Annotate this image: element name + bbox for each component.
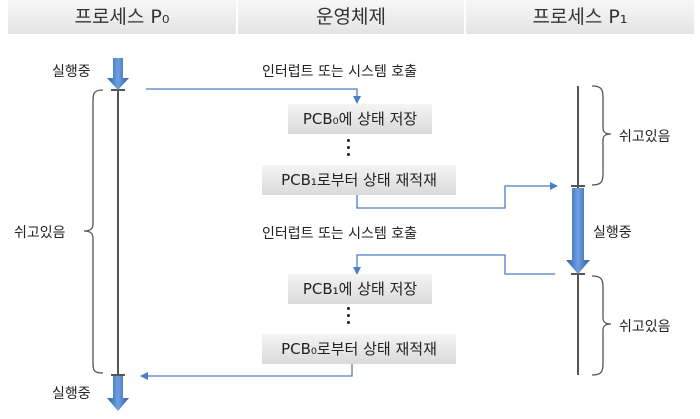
label-idle-p1-bottom: 쉬고있음 (619, 319, 671, 335)
box-reload-pcb1: PCB₁로부터 상태 재적재 (262, 165, 456, 195)
arrow-os-to-p0 (140, 364, 353, 380)
box-reload-pcb0: PCB₀로부터 상태 재적재 (262, 334, 456, 364)
box-save-pcb1: PCB₁에 상태 저장 (288, 274, 432, 304)
ellipsis-dots-2 (346, 307, 352, 328)
p1-idle-brace-top (591, 85, 612, 186)
ellipsis-dots-1 (346, 139, 352, 160)
box-save-pcb0: PCB₀에 상태 저장 (288, 104, 432, 134)
label-running-top: 실행중 (52, 64, 91, 80)
label-idle-p1-top: 쉬고있음 (619, 129, 671, 145)
arrow-p1-to-os (353, 254, 555, 275)
p0-running-arrow-bottom (107, 376, 129, 411)
arrow-os-to-p1 (356, 182, 558, 209)
p1-running-arrow (566, 188, 590, 274)
p0-running-arrow-top (107, 58, 129, 90)
p0-idle-brace (83, 89, 104, 374)
p1-idle-brace-bottom (591, 275, 612, 376)
label-idle-p0: 쉬고있음 (14, 225, 66, 241)
label-interrupt-2: 인터럽트 또는 시스템 호출 (262, 226, 418, 242)
header-os: 운영체제 (238, 0, 464, 34)
header-process-p0: 프로세스 P₀ (8, 0, 236, 34)
header-bar: 프로세스 P₀ 운영체제 프로세스 P₁ (0, 0, 700, 34)
header-process-p1: 프로세스 P₁ (466, 0, 694, 34)
label-interrupt-1: 인터럽트 또는 시스템 호출 (262, 64, 418, 80)
arrow-p0-to-os (146, 88, 361, 104)
label-running-p1: 실행중 (593, 225, 632, 241)
label-running-bottom: 실행중 (52, 386, 91, 402)
